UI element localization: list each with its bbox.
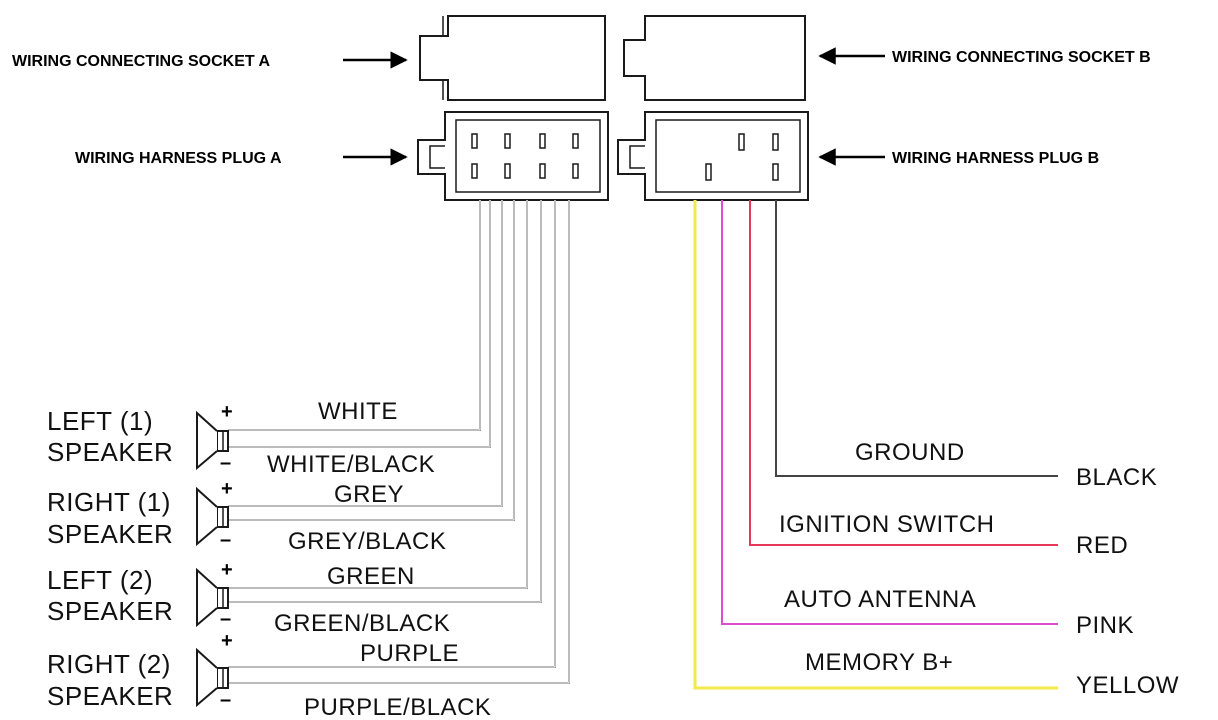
plug-b-label: WIRING HARNESS PLUG B	[892, 150, 1099, 167]
wire-purple-black	[228, 200, 570, 684]
wire-pink-antenna	[721, 200, 1058, 625]
plus-sign: +	[221, 478, 233, 500]
wire-yellow-memory	[693, 200, 1058, 690]
wire-label-green-black: GREEN/BLACK	[274, 610, 450, 637]
color-label-black: BLACK	[1076, 464, 1157, 491]
wire-white	[228, 200, 481, 431]
minus-sign: –	[220, 529, 231, 551]
color-label-red: RED	[1076, 532, 1128, 559]
socket-a	[419, 15, 606, 101]
speaker-left-2	[196, 567, 229, 628]
speaker-left-1	[196, 410, 229, 471]
minus-sign: –	[220, 608, 231, 630]
color-label-yellow: YELLOW	[1076, 672, 1179, 699]
speaker-wires	[228, 200, 570, 684]
function-label-ground: GROUND	[855, 439, 965, 466]
wire-label-white-black: WHITE/BLACK	[267, 451, 435, 478]
power-wires	[693, 200, 1058, 690]
function-label-memory: MEMORY B+	[805, 649, 953, 676]
color-label-pink: PINK	[1076, 612, 1134, 639]
speaker-right-2-line1: RIGHT (2)	[47, 649, 171, 679]
wire-label-purple: PURPLE	[360, 640, 459, 667]
function-label-ignition: IGNITION SWITCH	[779, 511, 994, 538]
minus-sign: –	[220, 689, 231, 711]
speaker-right-1-line1: RIGHT (1)	[47, 487, 171, 517]
wire-label-grey: GREY	[334, 481, 404, 508]
wire-label-grey-black: GREY/BLACK	[288, 528, 446, 555]
plug-a-pins	[471, 133, 579, 179]
plug-b-pins	[705, 133, 779, 181]
speaker-left-2-line2: SPEAKER	[47, 596, 173, 626]
wire-purple	[228, 200, 556, 668]
wire-grey-black	[228, 200, 515, 521]
plus-sign: +	[221, 401, 233, 423]
wire-red-ignition	[749, 200, 1058, 546]
speaker-left-1-line2: SPEAKER	[47, 437, 173, 467]
minus-sign: –	[220, 452, 231, 474]
speaker-left-2-line1: LEFT (2)	[47, 565, 153, 595]
speaker-left-1-line1: LEFT (1)	[47, 406, 153, 436]
wire-black-ground	[775, 200, 1058, 477]
plug-b	[617, 111, 809, 201]
socket-b-label: WIRING CONNECTING SOCKET B	[892, 49, 1151, 66]
function-label-antenna: AUTO ANTENNA	[784, 586, 976, 613]
wire-green	[228, 200, 528, 589]
wire-label-white: WHITE	[318, 398, 398, 425]
wire-white-black	[228, 200, 491, 448]
plus-sign: +	[221, 630, 233, 652]
plug-a-label: WIRING HARNESS PLUG A	[75, 150, 282, 167]
wire-green-black	[228, 200, 542, 603]
speaker-right-2-line2: SPEAKER	[47, 681, 173, 711]
speaker-right-1-line2: SPEAKER	[47, 519, 173, 549]
socket-b	[623, 15, 806, 101]
wire-label-green: GREEN	[327, 563, 415, 590]
plus-sign: +	[221, 559, 233, 581]
plug-a	[417, 111, 609, 201]
speaker-right-2	[196, 647, 229, 708]
wire-grey	[228, 200, 503, 507]
wire-label-purple-black: PURPLE/BLACK	[304, 694, 491, 720]
socket-a-label: WIRING CONNECTING SOCKET A	[12, 53, 271, 70]
speaker-right-1	[196, 486, 229, 547]
